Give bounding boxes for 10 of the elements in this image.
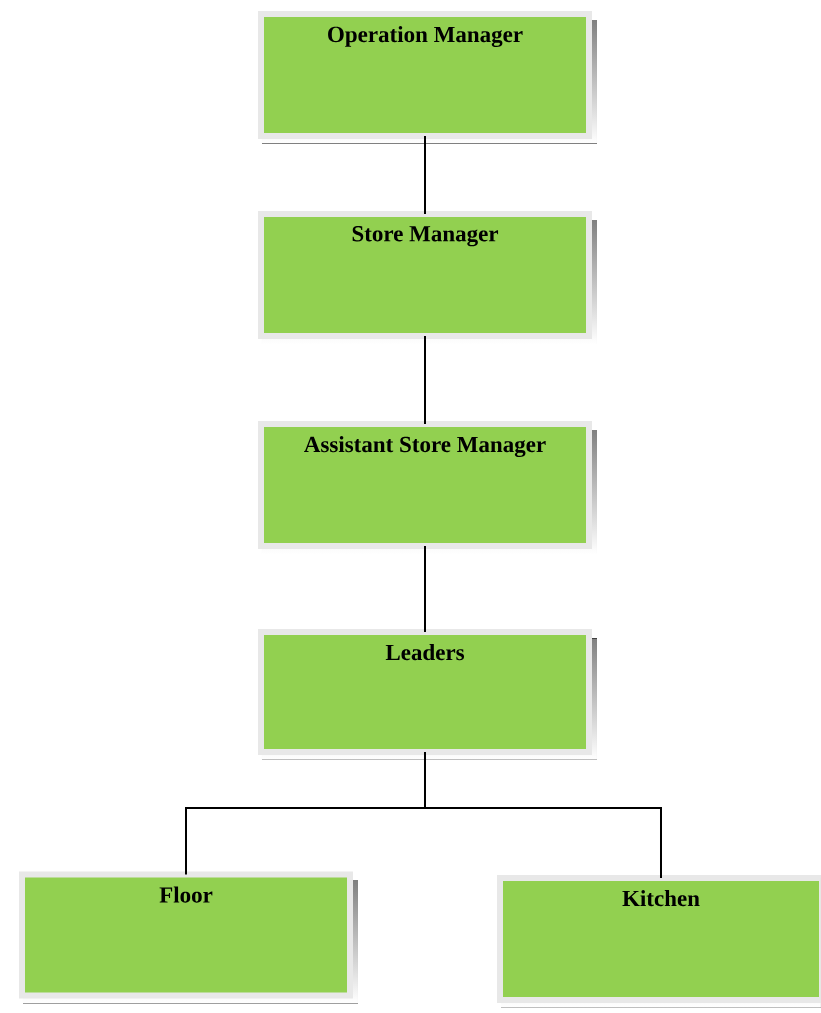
org-box: Assistant Store Manager — [258, 421, 597, 554]
connector-line — [424, 545, 426, 633]
org-box: Floor — [19, 871, 358, 1004]
org-box: Kitchen — [497, 875, 821, 1008]
org-box: Operation Manager — [258, 11, 597, 144]
org-box: Store Manager — [258, 211, 597, 344]
connector-line — [424, 751, 662, 879]
connector-line — [424, 135, 426, 215]
org-box: Leaders — [258, 629, 597, 760]
connector-line — [424, 335, 426, 425]
